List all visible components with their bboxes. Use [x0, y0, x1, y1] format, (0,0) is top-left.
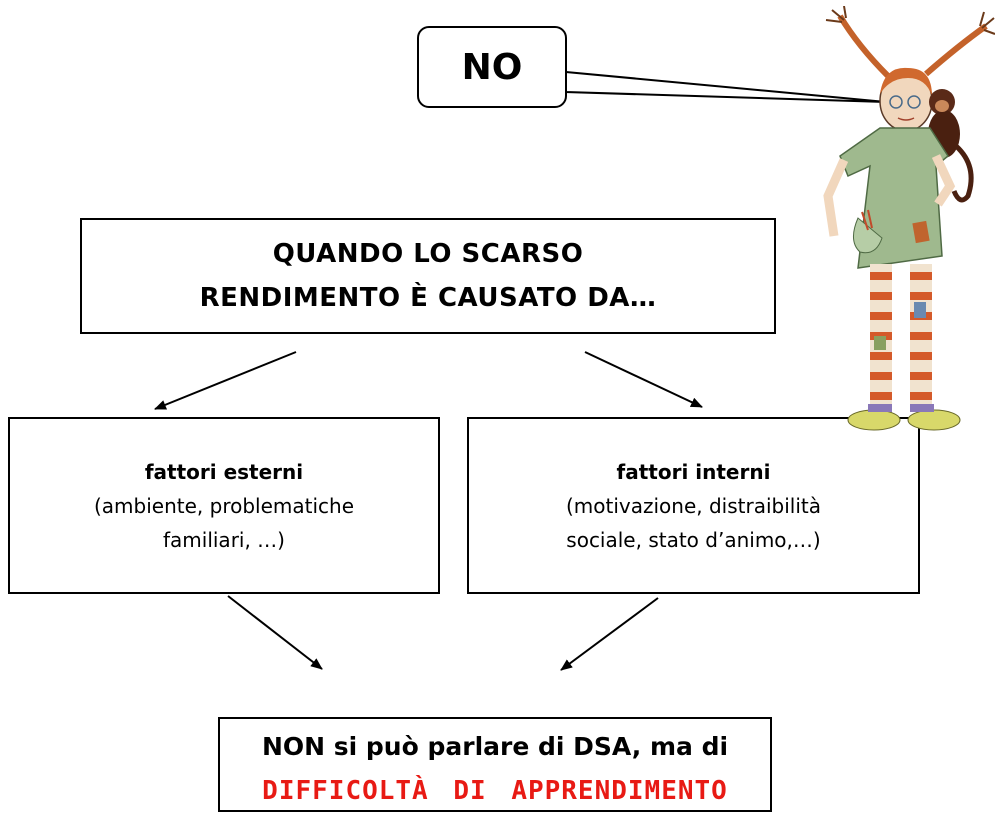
external-factors-line-1: (ambiente, problematiche — [93, 493, 355, 518]
arrow-to-external-factors — [154, 351, 297, 410]
conclusion-box: NON si può parlare di DSA, ma di DIFFICO… — [218, 717, 772, 812]
cause-question-box: QUANDO LO SCARSO RENDIMENTO È CAUSATO DA… — [80, 218, 776, 334]
speech-bubble-text: NO — [461, 46, 523, 88]
internal-factors-title: fattori interni — [616, 459, 771, 484]
internal-factors-line-1: (motivazione, distraibilità — [565, 493, 821, 518]
internal-factors-box: fattori interni (motivazione, distraibil… — [467, 417, 920, 594]
internal-factors-line-2: sociale, stato d’animo,…) — [566, 527, 821, 552]
girl-with-monkey-illustration — [823, 6, 995, 431]
conclusion-highlight: DIFFICOLTÀ DI APPRENDIMENTO — [262, 776, 728, 806]
external-factors-box: fattori esterni (ambiente, problematiche… — [8, 417, 440, 594]
cause-question-line-1: QUANDO LO SCARSO — [272, 239, 584, 269]
arrow-external-to-conclusion — [227, 595, 323, 670]
arrow-internal-to-conclusion — [560, 597, 659, 671]
conclusion-line-1: NON si può parlare di DSA, ma di — [261, 732, 729, 761]
cause-question-line-2: RENDIMENTO È CAUSATO DA… — [199, 283, 657, 313]
external-factors-title: fattori esterni — [144, 459, 304, 484]
speech-bubble: NO — [417, 26, 567, 108]
external-factors-line-2: familiari, …) — [162, 527, 285, 552]
arrow-to-internal-factors — [584, 351, 703, 408]
